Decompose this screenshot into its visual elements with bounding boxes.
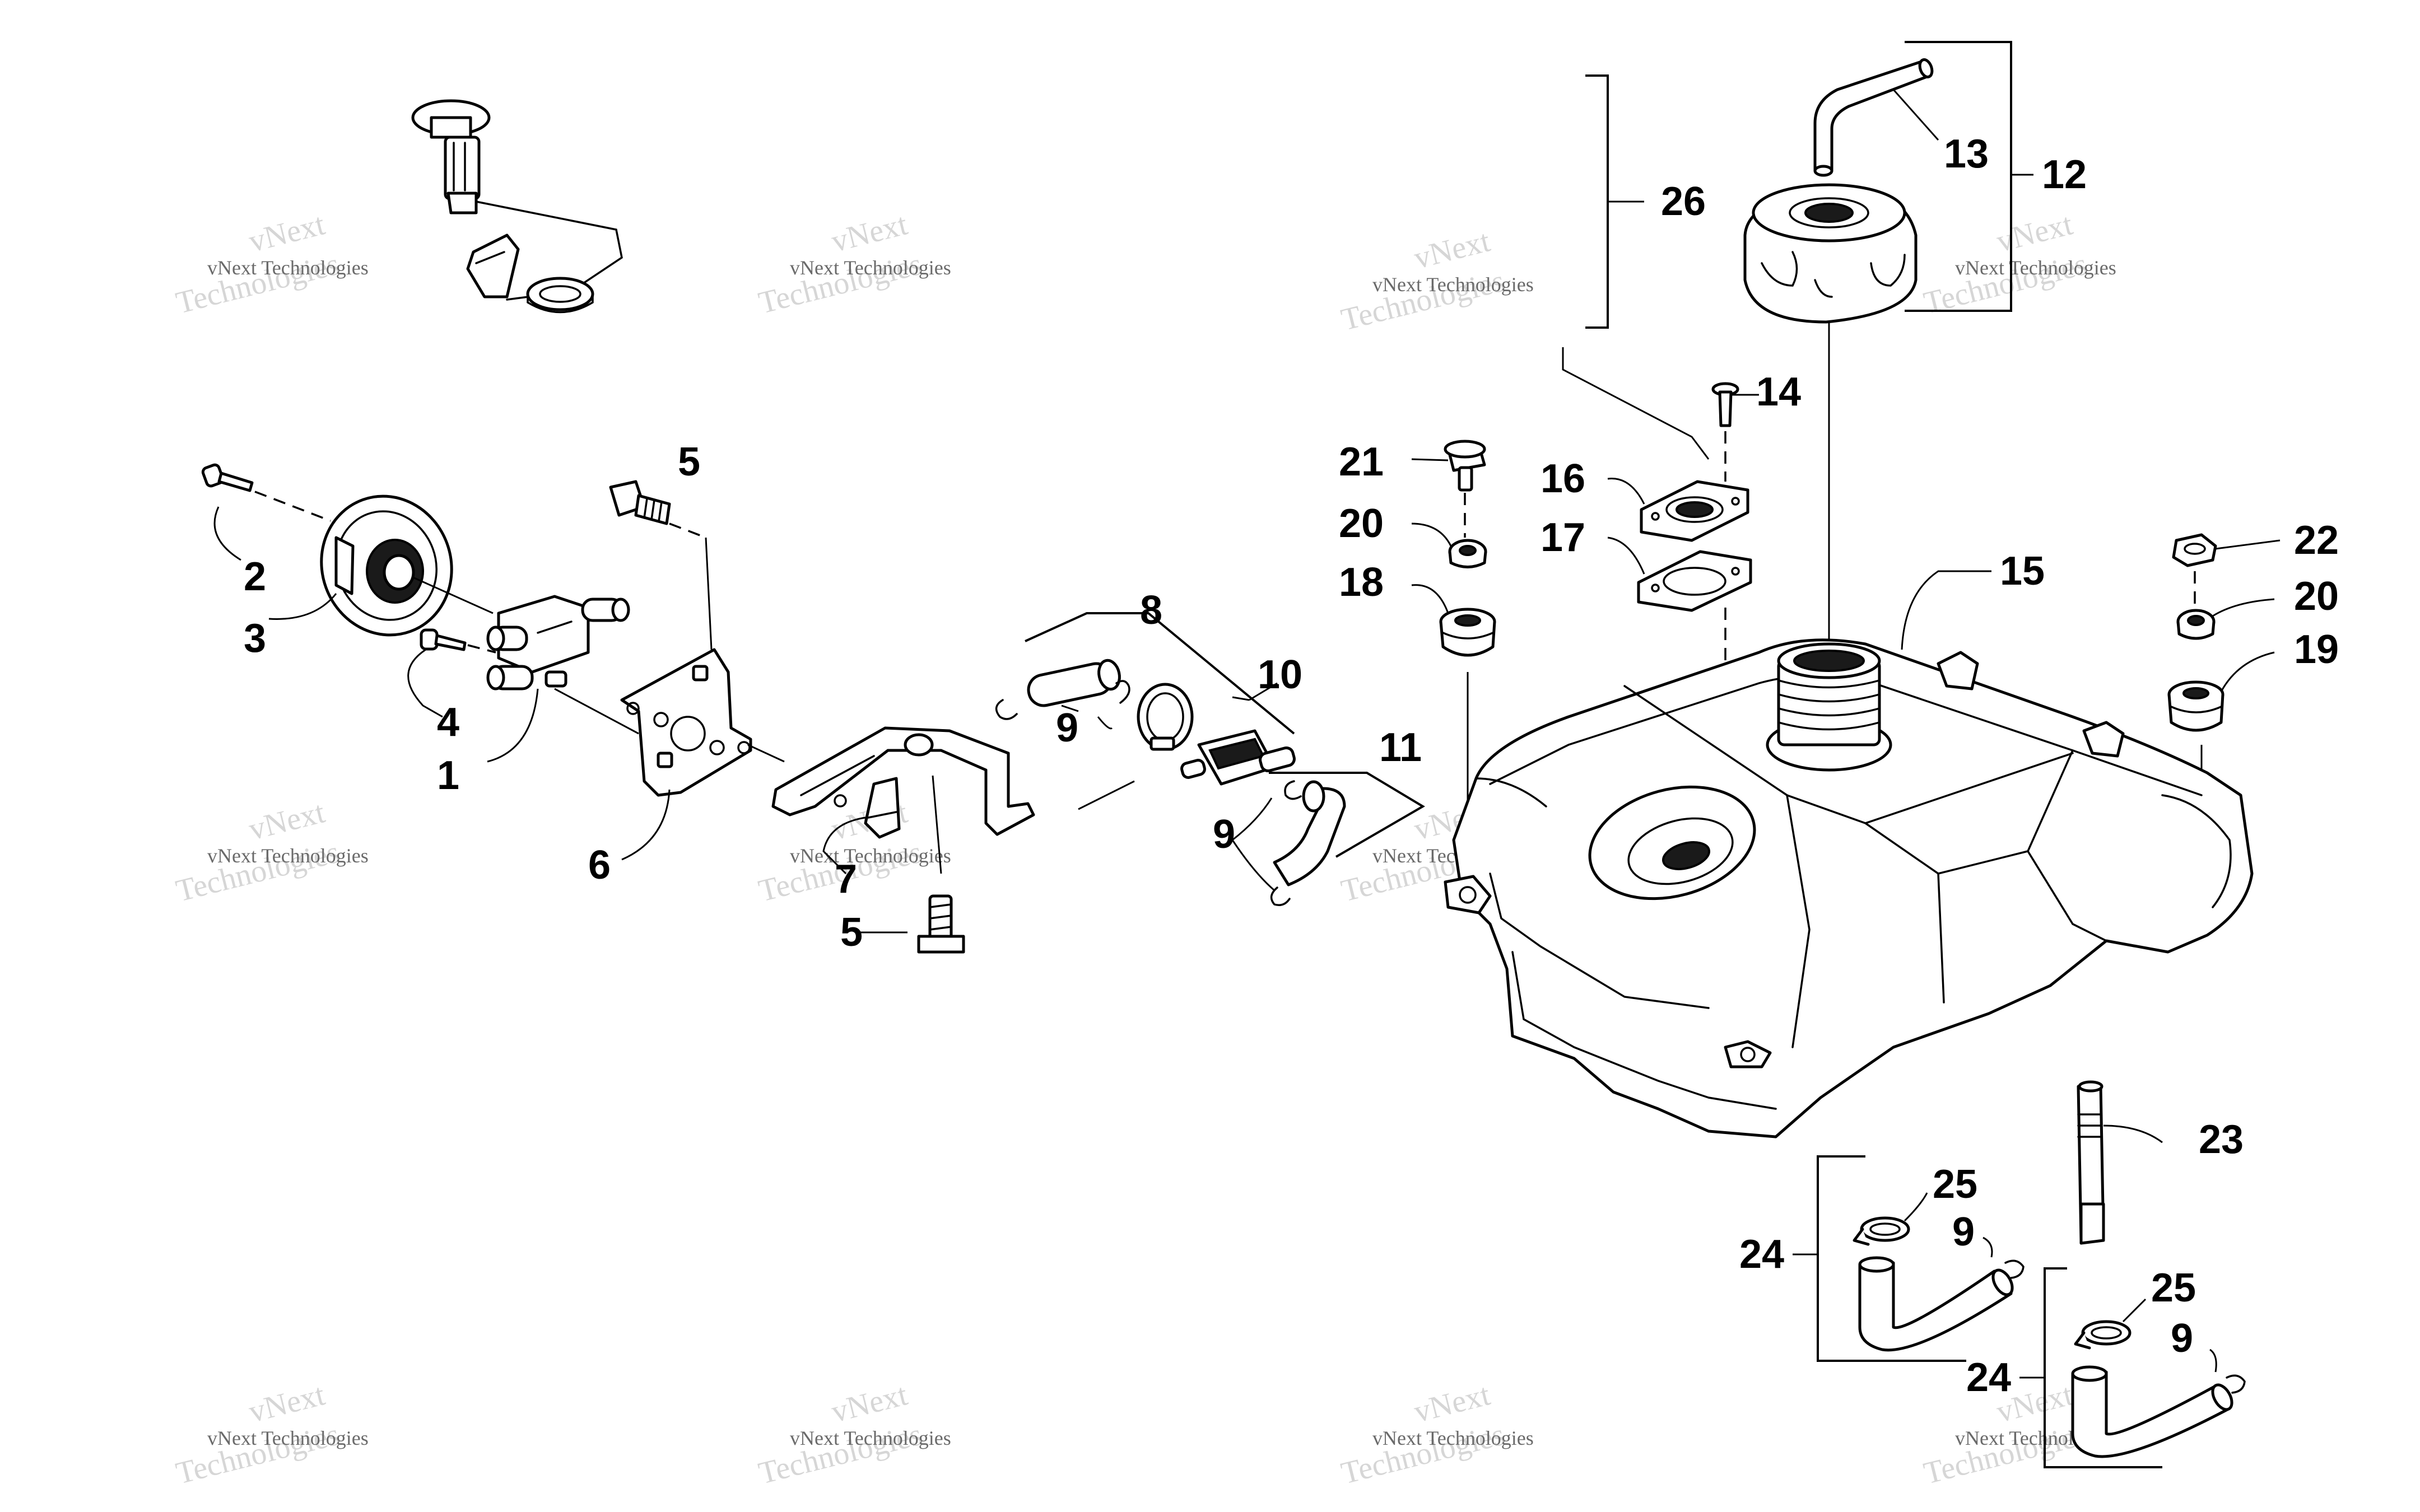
callout-5-upper: 5 <box>678 440 700 484</box>
bracket-line-24-upper <box>1817 1155 1966 1362</box>
fuel-filter-part-10 <box>1180 729 1296 786</box>
bracket-line-8 <box>1025 612 1295 735</box>
bolt-part-21 <box>1444 440 1486 492</box>
hose-part-24-lower <box>2071 1365 2233 1458</box>
watermark-text: vNext Technologies <box>790 1427 951 1449</box>
bracket-line-11 <box>1269 772 1425 858</box>
watermark: vNext Technologies vNext Technologies <box>173 207 369 320</box>
callout-9-hose-upper: 9 <box>1952 1210 1975 1254</box>
bracket-line-12 <box>1905 41 2012 312</box>
callout-1: 1 <box>437 753 459 798</box>
callout-6: 6 <box>588 843 611 888</box>
callout-14: 14 <box>1756 370 1801 414</box>
bracket-line-24-lower <box>2044 1267 2162 1468</box>
callout-16: 16 <box>1541 456 1585 501</box>
diaphragm-cover-part-3 <box>320 494 453 637</box>
callout-labels: 1 2 3 4 5 5 6 7 8 9 9 9 9 10 11 12 13 14… <box>244 132 2339 1400</box>
bracket-line-26 <box>1585 74 1609 329</box>
leader-sender-to-gasket <box>1562 347 1710 460</box>
pickup-tube-part-23 <box>2077 1080 2105 1245</box>
callout-11: 11 <box>1379 725 1422 770</box>
watermark-text: vNext Technologies <box>207 844 369 867</box>
callout-3: 3 <box>244 616 266 661</box>
callout-12: 12 <box>2042 152 2087 197</box>
callout-18: 18 <box>1339 560 1384 605</box>
callout-8: 8 <box>1140 588 1162 633</box>
watermark-text: vNext Technologies <box>1955 256 2116 279</box>
watermark: vNext Technologies vNext Technologies <box>173 1377 369 1491</box>
filler-neck <box>1766 642 1892 772</box>
callout-9-hose-lower: 9 <box>2171 1316 2193 1361</box>
callout-5-lower: 5 <box>840 910 863 955</box>
hose-part-8 <box>1027 659 1121 707</box>
callout-24-lower: 24 <box>1966 1355 2011 1400</box>
watermark-text: vNext Technologies <box>790 844 951 867</box>
callout-13: 13 <box>1944 132 1989 176</box>
fuel-sender-assembly-part-26 <box>411 99 623 314</box>
grommet-part-18 <box>1439 608 1496 657</box>
watermark: vNext Technologies vNext Technologies <box>755 1377 951 1491</box>
fuel-valve-part-1 <box>486 595 630 690</box>
callout-23: 23 <box>2199 1117 2244 1162</box>
grommet-part-19 <box>2167 680 2224 732</box>
hose-clamp-part-10 <box>1137 683 1194 751</box>
callout-2: 2 <box>244 554 266 599</box>
watermark: vNext Technologies vNext Technologies <box>173 795 369 908</box>
mounting-plate-part-6 <box>620 648 752 797</box>
nut-part-22 <box>2172 533 2217 567</box>
callout-7: 7 <box>835 857 857 902</box>
filter-bracket-assembly <box>771 659 1346 954</box>
callout-10: 10 <box>1258 652 1302 697</box>
hose-part-11 <box>1273 780 1346 886</box>
callout-25-upper: 25 <box>1933 1162 1977 1207</box>
watermark: vNext Technologies vNext Technologies <box>755 207 951 320</box>
screw-part-2 <box>201 463 254 492</box>
screw-part-14 <box>1711 382 1739 427</box>
callout-19: 19 <box>2294 627 2339 672</box>
callout-26: 26 <box>1661 179 1706 224</box>
bushing-part-20-left <box>1448 539 1487 568</box>
watermark: vNext Technologies vNext Technologies <box>1920 207 2116 320</box>
callout-9-lower: 9 <box>1213 812 1235 857</box>
valve-assembly <box>201 463 785 797</box>
callout-9-upper: 9 <box>1056 706 1078 750</box>
bolt-part-5-upper <box>609 480 671 525</box>
callout-17: 17 <box>1541 515 1585 560</box>
fuel-cap-part-12 <box>1743 183 1918 324</box>
vent-hose-part-13 <box>1813 58 1934 177</box>
clamp-part-9-hose-lower <box>2226 1374 2246 1394</box>
watermark-text: vNext Technologies <box>207 256 369 279</box>
watermark-text: vNext Technologies <box>207 1427 369 1449</box>
callout-4: 4 <box>437 700 459 745</box>
watermark-text: vNext Technologies <box>1372 1427 1534 1449</box>
watermark-text: vNext Technologies <box>1372 273 1534 296</box>
callout-20-right: 20 <box>2294 574 2339 619</box>
watermark: vNext Technologies vNext Technologies <box>1338 1377 1534 1491</box>
hose-clamp-part-25-lower <box>2074 1320 2132 1350</box>
watermark-text: vNext Technologies <box>790 256 951 279</box>
callout-21: 21 <box>1339 440 1384 484</box>
clamp-part-9-upper <box>995 680 1130 720</box>
clamp-part-9-lower <box>1270 780 1302 906</box>
bracket-part-7 <box>771 726 1035 839</box>
callout-15: 15 <box>2000 549 2045 594</box>
clamp-part-9-hose-upper <box>2004 1259 2025 1279</box>
callout-22: 22 <box>2294 518 2339 563</box>
callout-24-upper: 24 <box>1739 1232 1784 1277</box>
hose-part-24-upper <box>1858 1256 2014 1352</box>
hose-clamp-part-25-upper <box>1853 1216 1910 1246</box>
watermark: vNext Technologies vNext Technologies <box>1338 223 1534 337</box>
gasket-part-17 <box>1637 550 1752 612</box>
fuel-tank-part-15 <box>1444 638 2254 1138</box>
bushing-part-20-right <box>2176 609 2216 640</box>
gasket-plate-part-16 <box>1640 480 1749 542</box>
bolt-part-5-lower <box>917 894 965 954</box>
screw-part-4 <box>420 628 467 651</box>
callout-20-left: 20 <box>1339 501 1384 546</box>
callout-25-lower: 25 <box>2151 1266 2196 1310</box>
